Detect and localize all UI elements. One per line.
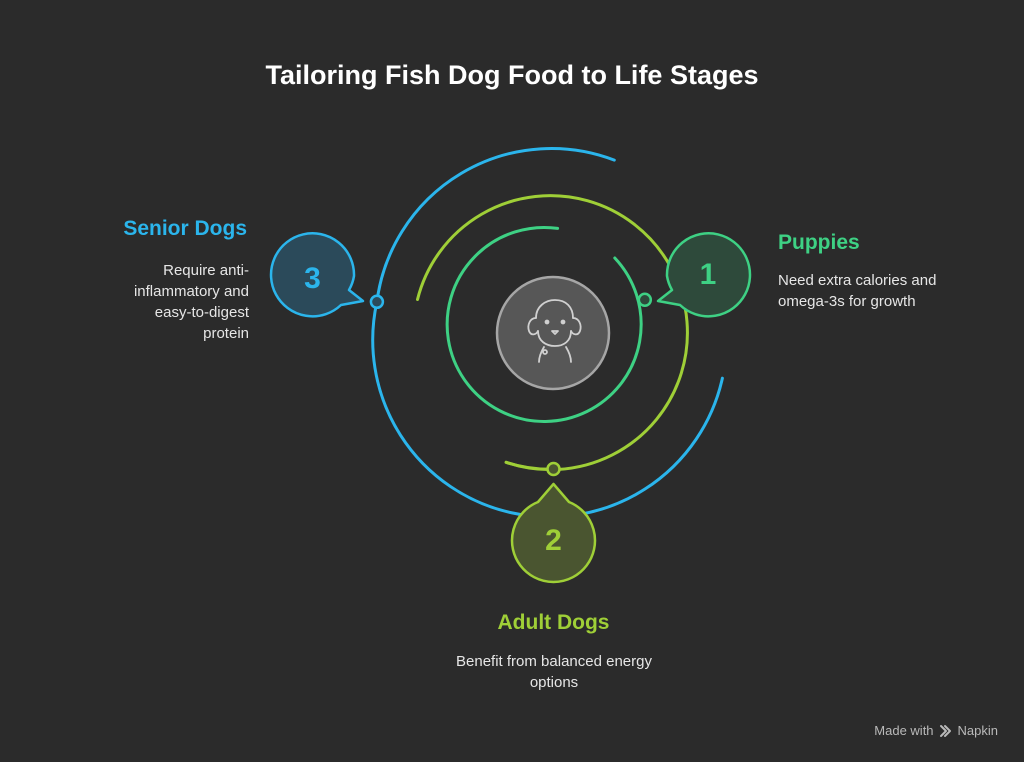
connector-dot-senior [369, 294, 385, 310]
stage-senior-title: Senior Dogs [123, 217, 247, 240]
page-title: Tailoring Fish Dog Food to Life Stages [265, 60, 759, 90]
connector-dot-adult [546, 461, 561, 477]
ring-puppy [445, 226, 643, 423]
badge-adult: 2 [510, 482, 597, 584]
dog-icon [527, 299, 582, 363]
badge-number-senior: 3 [304, 262, 321, 295]
ring-senior [371, 146, 724, 519]
stage-adult-title: Adult Dogs [497, 611, 610, 634]
napkin-logo-icon [939, 724, 951, 737]
badge-number-adult: 2 [545, 524, 562, 557]
connector-dot-puppy [637, 292, 653, 308]
stage-puppy-title: Puppies [778, 231, 860, 254]
footer-brand: Napkin [957, 723, 998, 738]
footer-made-with: Made with [874, 723, 934, 738]
footer-attribution[interactable]: Made with Napkin [874, 723, 998, 738]
badge-puppy: 1 [656, 232, 752, 318]
badge-senior: 3 [269, 232, 365, 318]
stage-puppy-description: Need extra calories and omega-3s for gro… [778, 272, 937, 310]
stage-adult-description: Benefit from balanced energy options [456, 653, 652, 691]
badge-number-puppy: 1 [700, 258, 717, 291]
stage-senior-description: Require anti-inflammatory and easy-to-di… [133, 262, 249, 342]
